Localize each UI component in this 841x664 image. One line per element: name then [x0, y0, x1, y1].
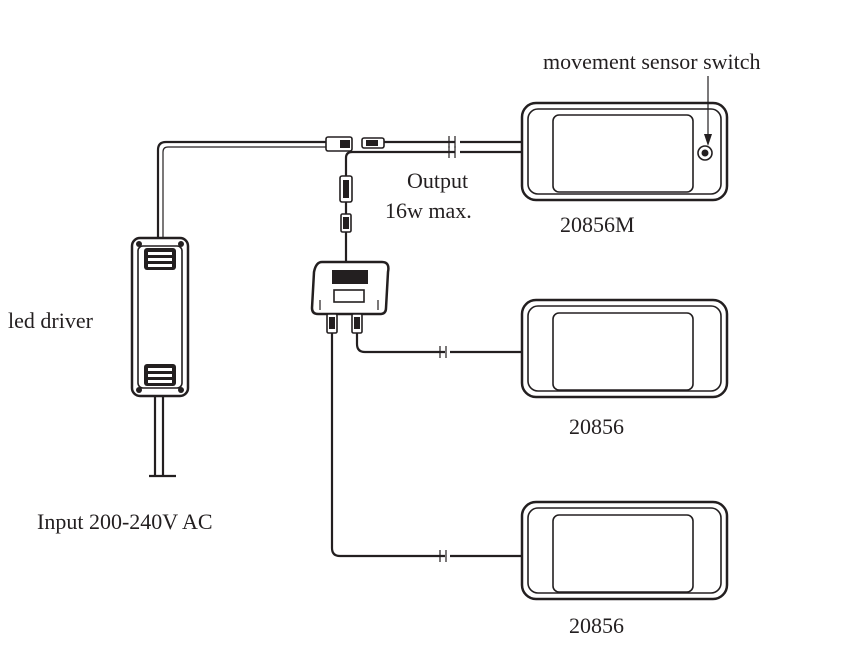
light-20856m: [520, 101, 729, 202]
light1-wire-b: [344, 150, 522, 176]
movement-sensor-switch-icon: [697, 145, 713, 161]
cable-break-marks: [439, 136, 456, 562]
light-20856-middle-label: 20856: [569, 414, 624, 439]
light-20856-bottom-label: 20856: [569, 613, 624, 638]
sensor-callout-arrow: [704, 76, 712, 146]
light-20856-bottom: [520, 500, 729, 601]
output-label-line2: 16w max.: [385, 198, 472, 223]
output-label-line1: Output: [407, 168, 468, 193]
driver-output-wire: [156, 140, 326, 238]
inline-connector: [325, 136, 385, 152]
stacked-plug-lower: [340, 213, 352, 233]
splitter-hub: [310, 260, 390, 334]
input-label: Input 200-240V AC: [37, 509, 213, 534]
sensor-switch-label: movement sensor switch: [543, 49, 761, 74]
input-wire: [153, 396, 165, 476]
stacked-plug-upper: [339, 175, 353, 203]
light3-wire: [330, 333, 522, 558]
driver-label: led driver: [8, 308, 94, 333]
wiring: [149, 136, 522, 562]
light-20856m-label: 20856M: [560, 212, 635, 237]
driver-output-wire-inner: [162, 146, 326, 238]
led-driver: [130, 236, 190, 398]
light2-wire: [355, 333, 522, 354]
light-20856-middle: [520, 298, 729, 399]
